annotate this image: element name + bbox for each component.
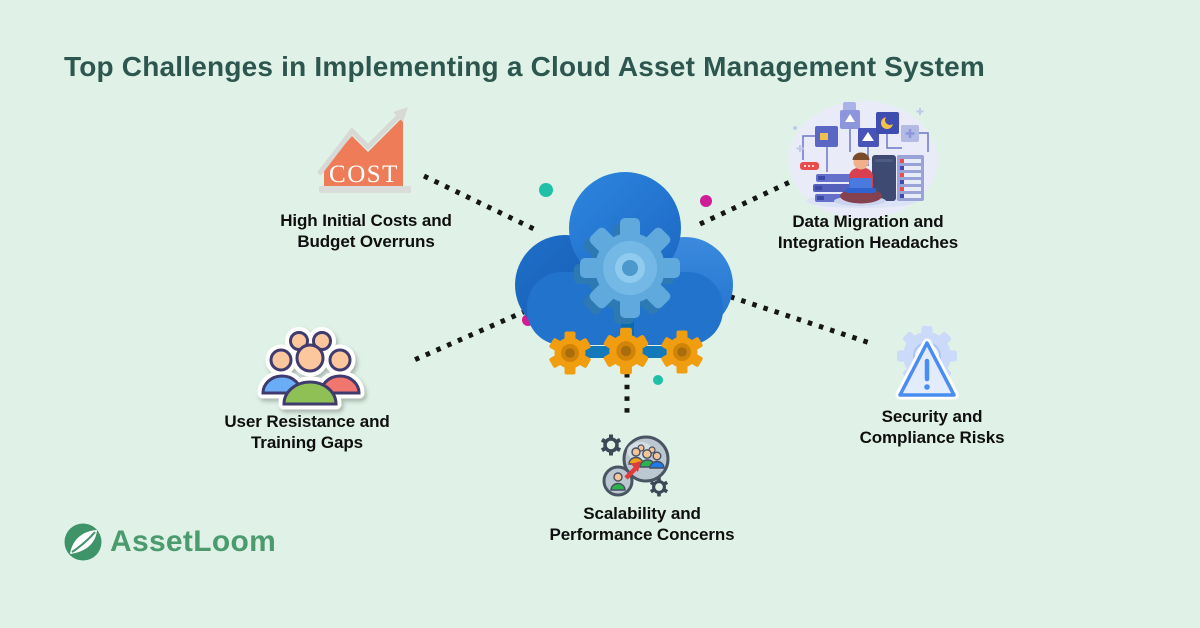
- label-line: Data Migration and: [792, 212, 944, 231]
- accent-dot-magenta: [700, 195, 712, 207]
- accent-dot-teal: [653, 375, 663, 385]
- server-rack-icon: [897, 155, 924, 201]
- label-line: Compliance Risks: [859, 428, 1005, 447]
- cloud-gear-icon: [574, 218, 680, 324]
- gear-warning-icon: [895, 326, 959, 400]
- brand-name: AssetLoom: [110, 525, 277, 558]
- data-migration-illustration: [789, 101, 937, 219]
- connector-costs: [422, 173, 536, 232]
- people-group-icon: [257, 327, 365, 410]
- cost-chart-icon: COST: [317, 107, 411, 193]
- label-line: Performance Concerns: [549, 525, 735, 544]
- label-scalability-performance: Scalability and Performance Concerns: [549, 503, 734, 545]
- dotted-connectors: [410, 173, 871, 418]
- scaling-teams-icon: [599, 432, 670, 499]
- cloud-gears-illustration: [515, 172, 733, 375]
- label-line: High Initial Costs and: [280, 211, 452, 230]
- leaf-icon: [64, 523, 102, 561]
- label-user-resistance: User Resistance and Training Gaps: [224, 411, 389, 453]
- brand-logo: AssetLoom: [64, 523, 276, 561]
- accent-dot-teal: [539, 183, 553, 197]
- cost-icon-text: COST: [329, 161, 399, 188]
- label-line: Security and: [881, 407, 983, 426]
- page-title: Top Challenges in Implementing a Cloud A…: [64, 51, 986, 82]
- label-line: Scalability and: [583, 504, 701, 523]
- connector-userresistance: [410, 303, 539, 364]
- label-line: User Resistance and: [224, 412, 390, 431]
- label-data-migration: Data Migration and Integration Headaches: [778, 211, 958, 253]
- connector-datamigration: [698, 179, 792, 227]
- label-high-initial-costs: High Initial Costs and Budget Overruns: [280, 210, 452, 252]
- connector-security: [718, 290, 871, 346]
- label-line: Budget Overruns: [297, 232, 435, 251]
- person-laptop-illustration: [834, 152, 886, 206]
- label-line: Integration Headaches: [777, 233, 959, 252]
- label-security-compliance: Security and Compliance Risks: [860, 406, 1005, 448]
- label-line: Training Gaps: [250, 433, 364, 452]
